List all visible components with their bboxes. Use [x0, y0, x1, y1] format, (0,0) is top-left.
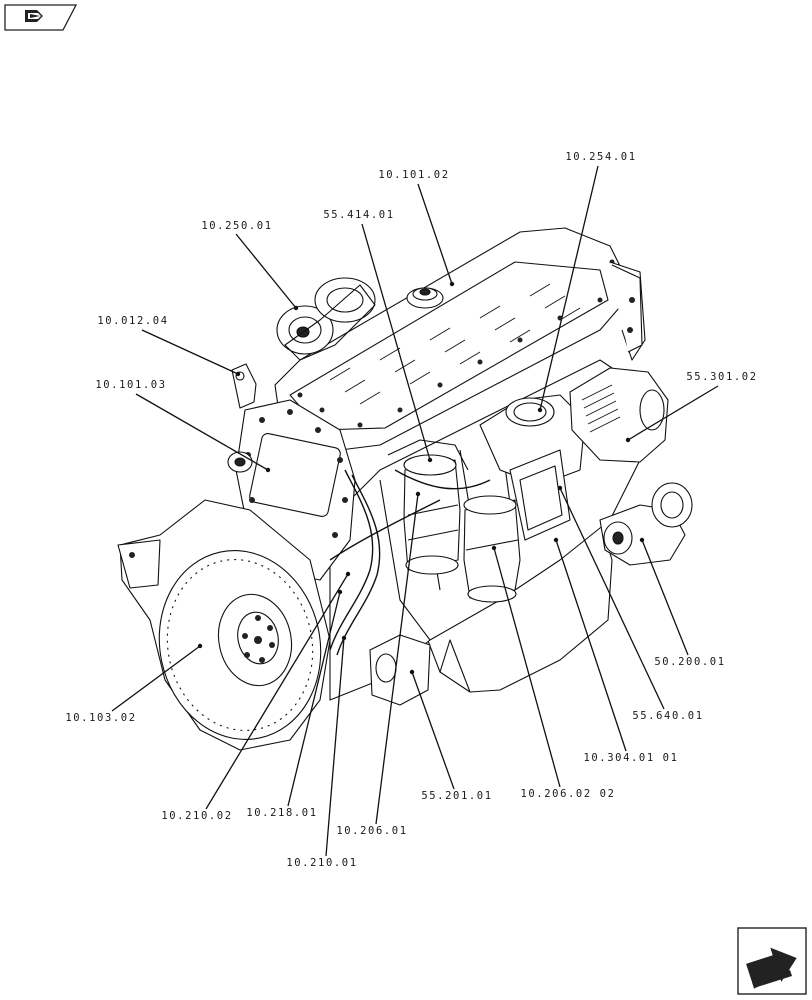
arrow-left-icon [25, 10, 43, 22]
callout-10.206.01[interactable]: 10.206.01 [336, 491, 421, 837]
leader-dot [557, 485, 563, 491]
callout-label[interactable]: 10.101.02 [378, 169, 449, 181]
leader-dot [235, 371, 241, 377]
leader-line [559, 487, 665, 710]
turbocharger [276, 277, 376, 361]
callout-10.250.01[interactable]: 10.250.01 [201, 220, 299, 311]
callout-label[interactable]: 55.414.01 [323, 209, 394, 221]
leader-line [111, 645, 201, 712]
callout-10.254.01[interactable]: 10.254.01 [537, 151, 637, 413]
callout-10.210.01[interactable]: 10.210.01 [286, 635, 357, 869]
callout-10.304.01-01[interactable]: 10.304.01 01 [553, 537, 679, 764]
mount-bracket [611, 264, 643, 353]
callout-label[interactable]: 10.206.01 [336, 825, 407, 837]
leader-line [411, 671, 455, 790]
callout-label[interactable]: 10.012.04 [97, 315, 168, 327]
leader-dot [553, 537, 559, 543]
leader-dot [337, 589, 343, 595]
leader-dot [197, 643, 203, 649]
leader-dot [537, 407, 543, 413]
callout-label[interactable]: 55.640.01 [632, 710, 703, 722]
callout-label[interactable]: 10.304.01 01 [583, 752, 678, 764]
callout-label[interactable]: 10.210.02 [161, 810, 232, 822]
callout-10.101.02[interactable]: 10.101.02 [378, 169, 455, 287]
leader-dot [625, 437, 631, 443]
callout-55.201.01[interactable]: 55.201.01 [409, 669, 493, 802]
leader-dot [427, 457, 433, 463]
callout-10.103.02[interactable]: 10.103.02 [65, 643, 203, 724]
arrow-right-icon [746, 947, 797, 989]
fuel-filter-primary [387, 439, 469, 575]
back-nav-button[interactable] [4, 4, 78, 31]
leader-line [539, 165, 599, 411]
callout-label[interactable]: 10.218.01 [246, 807, 317, 819]
leader-line [641, 539, 689, 656]
callout-10.210.02[interactable]: 10.210.02 [161, 571, 351, 822]
callout-55.414.01[interactable]: 55.414.01 [323, 209, 433, 463]
callout-label[interactable]: 10.210.01 [286, 857, 357, 869]
callout-label[interactable]: 50.200.01 [654, 656, 725, 668]
leader-line [417, 183, 453, 285]
leader-dot [491, 545, 497, 551]
leader-line [627, 385, 719, 441]
starter-motor [369, 634, 431, 706]
callout-label[interactable]: 10.101.03 [95, 379, 166, 391]
callout-label[interactable]: 55.301.02 [686, 371, 757, 383]
callout-label[interactable]: 10.206.02 02 [520, 788, 615, 800]
leader-dot [341, 635, 347, 641]
leader-line [135, 393, 269, 471]
engine-illustration [117, 227, 693, 751]
callout-50.200.01[interactable]: 50.200.01 [639, 537, 726, 668]
callout-55.301.02[interactable]: 55.301.02 [625, 371, 758, 443]
callout-10.218.01[interactable]: 10.218.01 [246, 589, 343, 819]
leader-dot [415, 491, 421, 497]
leader-line [287, 591, 341, 807]
callout-10.012.04[interactable]: 10.012.04 [97, 315, 241, 377]
leader-dot [409, 669, 415, 675]
ac-compressor [599, 482, 693, 566]
callout-layer: 10.101.02 10.254.01 10.250.01 55.414.01 10.0… [65, 151, 758, 869]
leader-line [555, 539, 627, 752]
leader-line [235, 233, 297, 309]
alternator [569, 367, 669, 463]
leader-dot [639, 537, 645, 543]
callout-label[interactable]: 10.254.01 [565, 151, 636, 163]
callout-10.206.02-02[interactable]: 10.206.02 02 [491, 545, 616, 800]
leader-line [375, 493, 419, 825]
leader-dot [265, 467, 271, 473]
leader-line [493, 547, 561, 788]
lifting-eye [231, 363, 257, 409]
filler-cap [406, 287, 444, 309]
callout-55.640.01[interactable]: 55.640.01 [557, 485, 704, 722]
callout-label[interactable]: 55.201.01 [421, 790, 492, 802]
leader-line [205, 573, 349, 810]
leader-line [361, 223, 431, 461]
leader-line [141, 329, 239, 375]
leader-line [325, 637, 345, 857]
leader-dot [293, 305, 299, 311]
fuel-filter-secondary [463, 495, 521, 603]
callout-label[interactable]: 10.103.02 [65, 712, 136, 724]
next-nav-button[interactable] [737, 927, 807, 995]
flywheel [117, 499, 331, 751]
ecu-module [509, 449, 571, 541]
leader-dot [345, 571, 351, 577]
callout-10.101.03[interactable]: 10.101.03 [95, 379, 271, 473]
fuel-lines [329, 469, 491, 656]
leader-dot [449, 281, 455, 287]
callout-label[interactable]: 10.250.01 [201, 220, 272, 232]
